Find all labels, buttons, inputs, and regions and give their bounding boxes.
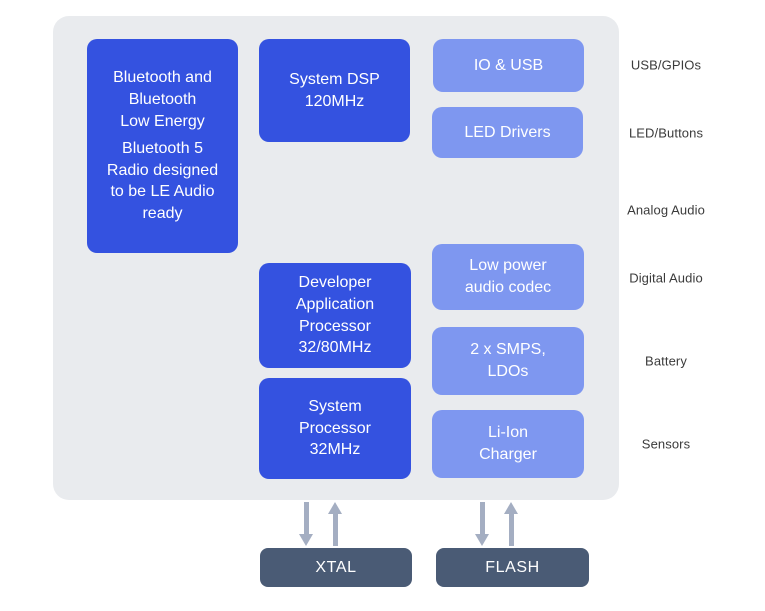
developer-application-processor-label: Developer Application Processor 32/80MHz [295, 274, 375, 357]
system-dsp-label: System DSP 120MHz [289, 70, 380, 110]
flash-label: FLASH [485, 558, 540, 576]
flash-block: FLASH [436, 548, 589, 587]
interface-labels-column: USB/GPIOs LED/Buttons Analog Audio Digit… [620, 0, 712, 500]
system-dsp-block: System DSP 120MHz [259, 39, 410, 142]
arrow-head [504, 502, 518, 514]
side-label-digital-audio: Digital Audio [629, 270, 703, 286]
arrow-head [299, 534, 313, 546]
bluetooth-radio-text-2: Bluetooth 5 Radio designed to be LE Audi… [106, 140, 219, 222]
bluetooth-radio-text-1: Bluetooth and Bluetooth Low Energy [113, 69, 212, 130]
xtal-down-arrow-icon [299, 502, 313, 546]
xtal-block: XTAL [260, 548, 412, 587]
side-label-sensors: Sensors [641, 436, 691, 452]
system-processor-label: System Processor 32MHz [298, 398, 372, 459]
xtal-up-arrow-icon [328, 502, 342, 546]
flash-up-arrow-icon [504, 502, 518, 546]
developer-application-processor-block: Developer Application Processor 32/80MHz [259, 263, 411, 368]
li-ion-charger-block: Li-Ion Charger [432, 410, 584, 478]
smps-ldo-block: 2 x SMPS, LDOs [432, 327, 584, 395]
arrow-shaft [508, 514, 514, 546]
led-drivers-label: LED Drivers [464, 123, 551, 141]
side-label-usb-gpios: USB/GPIOs [630, 57, 702, 73]
system-processor-block: System Processor 32MHz [259, 378, 411, 479]
bluetooth-radio-block: Bluetooth and Bluetooth Low Energy Bluet… [87, 39, 238, 253]
arrow-shaft [332, 514, 338, 546]
side-label-battery: Battery [645, 353, 687, 369]
low-power-audio-codec-block: Low power audio codec [432, 244, 584, 310]
xtal-label: XTAL [315, 558, 357, 576]
io-usb-label: IO & USB [473, 56, 544, 74]
li-ion-charger-label: Li-Ion Charger [479, 424, 537, 463]
led-drivers-block: LED Drivers [432, 107, 583, 158]
low-power-audio-codec-label: Low power audio codec [464, 257, 552, 296]
flash-down-arrow-icon [475, 502, 489, 546]
arrow-shaft [303, 502, 309, 534]
chip-package: Bluetooth and Bluetooth Low Energy Bluet… [53, 16, 619, 500]
side-label-led-buttons: LED/Buttons [628, 125, 704, 141]
io-usb-block: IO & USB [433, 39, 584, 92]
side-label-analog-audio: Analog Audio [627, 202, 705, 218]
arrow-shaft [479, 502, 485, 534]
arrow-head [328, 502, 342, 514]
arrow-head [475, 534, 489, 546]
smps-ldo-label: 2 x SMPS, LDOs [470, 341, 546, 380]
